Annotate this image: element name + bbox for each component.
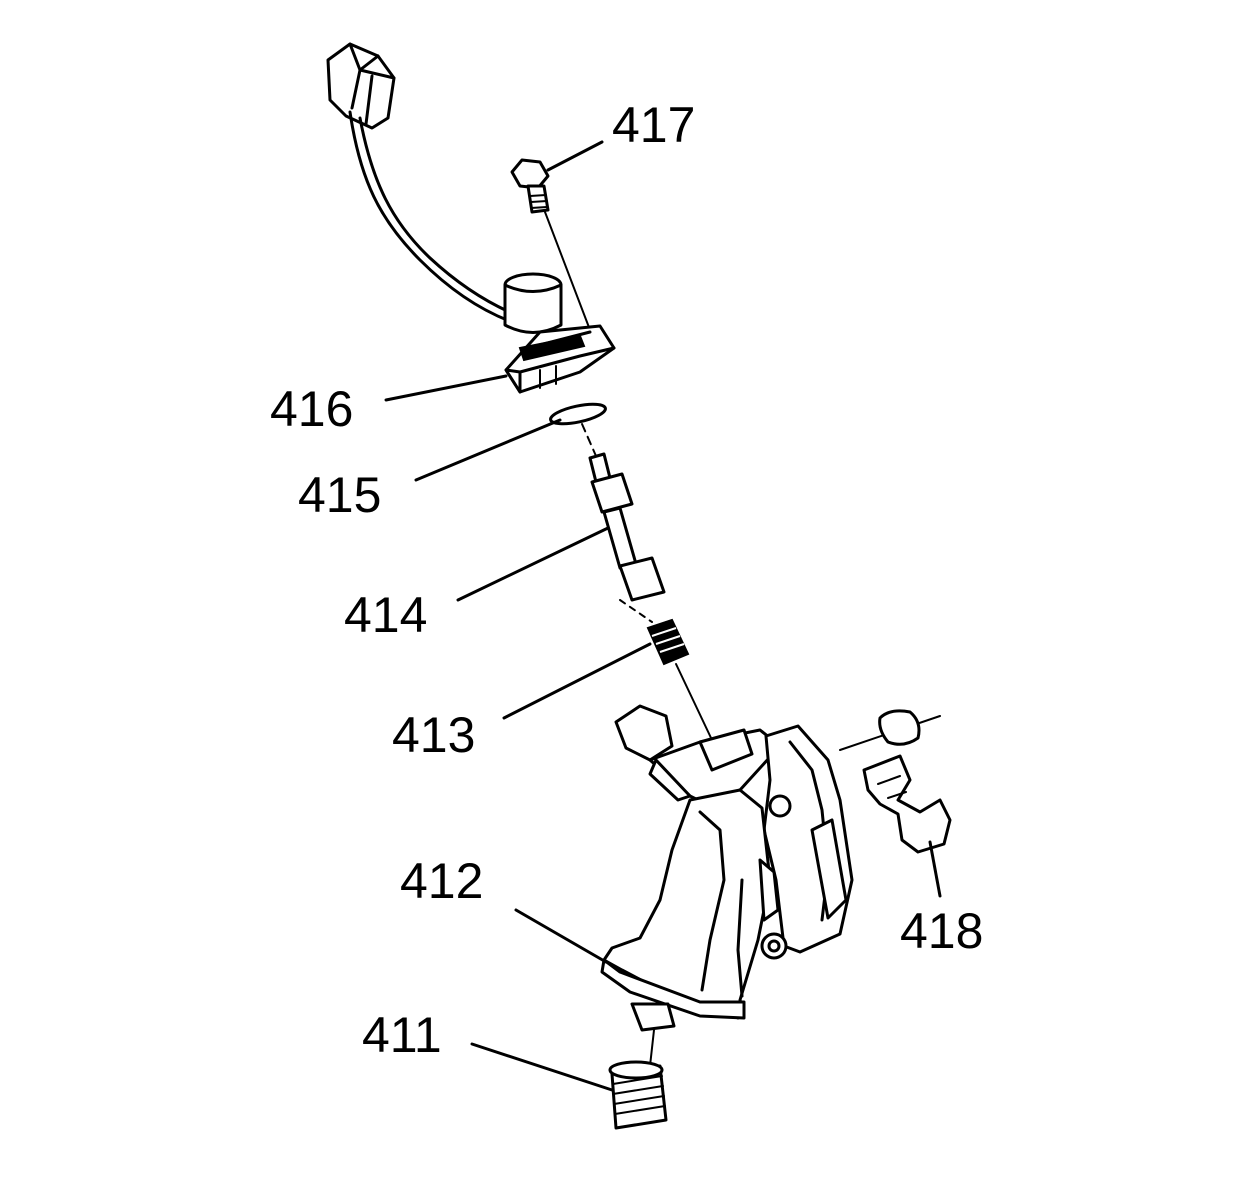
callout-416: 416 <box>270 381 353 437</box>
shaft-414 <box>588 452 666 623</box>
alignment-line-413 <box>675 663 713 741</box>
leader-416 <box>384 374 508 402</box>
alignment-line-417 <box>544 211 591 331</box>
leader-412 <box>514 908 608 964</box>
sensor-416 <box>326 42 616 394</box>
callout-414: 414 <box>344 587 427 643</box>
leader-417 <box>546 140 604 172</box>
spring-413 <box>646 618 690 666</box>
leader-418 <box>928 840 942 898</box>
leader-lines <box>384 140 942 1092</box>
bolt-417 <box>510 158 550 214</box>
leader-413 <box>502 642 652 720</box>
leader-414 <box>456 526 610 602</box>
callout-418: 418 <box>900 903 983 959</box>
leader-411 <box>470 1042 614 1092</box>
callout-411: 411 <box>362 1007 442 1063</box>
callout-413: 413 <box>392 707 475 763</box>
bushing-411 <box>608 1060 668 1130</box>
callout-labels: 417 416 415 414 413 412 418 411 <box>270 97 983 1063</box>
shift-lever-assembly-412 <box>600 704 854 1067</box>
callout-415: 415 <box>298 467 381 523</box>
leader-415 <box>414 418 562 482</box>
alignment-line-415 <box>581 423 597 457</box>
callout-417: 417 <box>612 97 695 153</box>
callout-412: 412 <box>400 853 483 909</box>
o-ring-415 <box>549 402 607 426</box>
pin-418 <box>839 709 952 854</box>
